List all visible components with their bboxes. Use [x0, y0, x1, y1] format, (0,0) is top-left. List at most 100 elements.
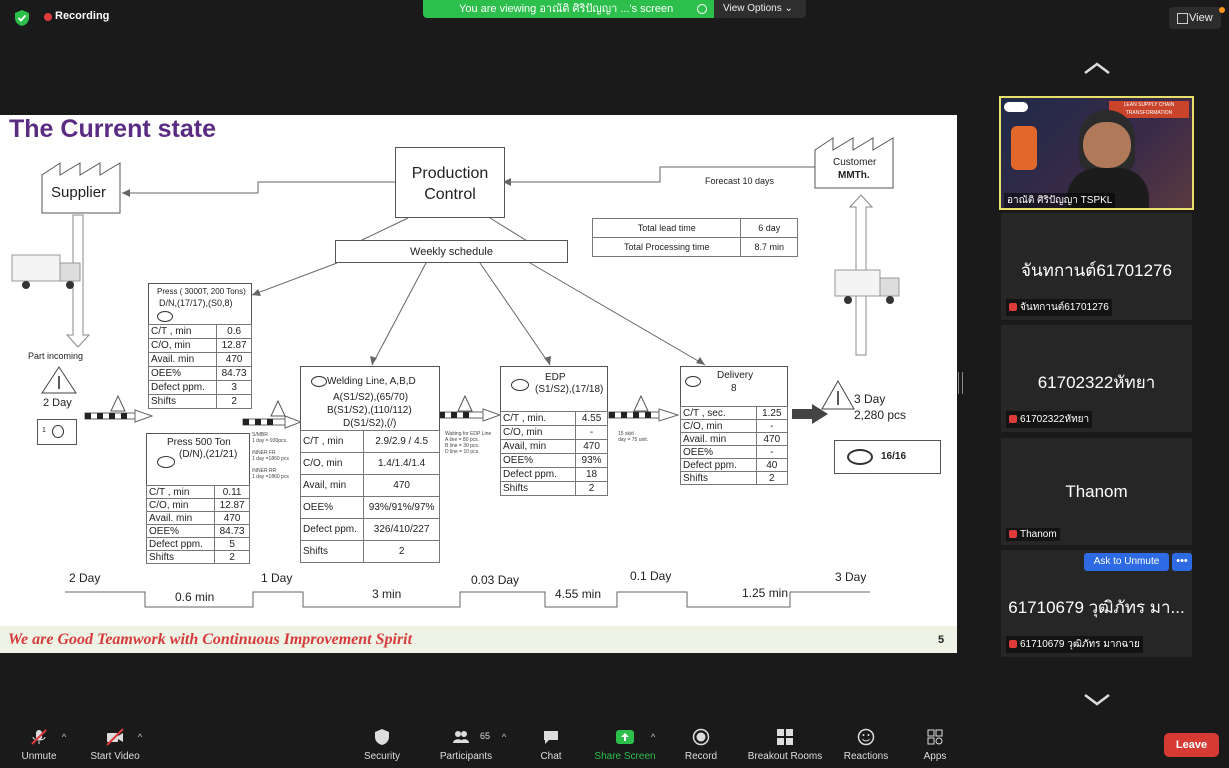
note-line: Waiting for EDP Line — [445, 431, 492, 437]
forecast-label: Forecast 10 days — [705, 176, 775, 186]
metric-value: 2 — [363, 540, 440, 563]
view-options-label: View Options ⌄ — [723, 3, 793, 14]
note-line: 15 skid — [618, 431, 634, 437]
chevron-up-icon[interactable]: ^ — [62, 732, 67, 742]
metric-label: Shifts — [147, 394, 218, 409]
presenter-name: อาณัติ ศิริปัญญา TSPKL — [1004, 193, 1116, 208]
shipment-value: 16/16 — [881, 451, 907, 462]
more-options-button[interactable]: ••• — [1172, 553, 1192, 571]
start-video-button[interactable]: Start Video — [84, 722, 146, 768]
reactions-button[interactable]: Reactions — [840, 722, 892, 768]
note-line: 1 day =1860 pcs — [252, 474, 289, 480]
notification-dot — [1219, 7, 1225, 13]
recording-label[interactable]: Recording — [55, 10, 110, 22]
record-button[interactable]: Record — [680, 722, 722, 768]
meeting-toolbar: Unmute ^ Start Video ^ Security 65 Parti… — [0, 722, 1229, 768]
metric-value: 2.9/2.9 / 4.5 — [363, 430, 440, 453]
table-row: C/O, min- — [680, 419, 789, 433]
delivery-sub: 8 — [731, 383, 737, 394]
leave-button[interactable]: Leave — [1164, 733, 1219, 757]
metric-value: 470 — [214, 511, 250, 525]
logo — [1004, 102, 1028, 112]
share-screen-button[interactable]: Share Screen — [590, 722, 660, 768]
metric-label: OEE% — [145, 524, 216, 538]
view-button[interactable]: View — [1169, 7, 1221, 29]
apps-label: Apps — [923, 751, 947, 762]
shared-slide: The Current state Supplier Production Co… — [0, 115, 957, 653]
shield-check-icon[interactable] — [12, 8, 32, 28]
edp-header: EDP (S1/S2),(17/18) — [500, 366, 608, 412]
metric-label: C/T , sec. — [680, 406, 757, 420]
note-line: INNER FR — [252, 450, 276, 456]
operator-icon — [157, 311, 173, 322]
slide-page-number: 5 — [938, 634, 945, 646]
view-options-button[interactable]: View Options ⌄ — [714, 0, 806, 18]
edp-sub: (S1/S2),(17/18) — [535, 384, 604, 395]
metric-label: C/T , min — [299, 430, 365, 453]
mic-muted-icon — [1009, 303, 1017, 311]
unmute-label: Unmute — [21, 751, 57, 762]
metric-value: 2 — [755, 471, 789, 485]
metric-label: C/O, min — [299, 452, 365, 475]
metric-label: Defect ppm. — [299, 518, 365, 541]
ask-to-unmute-button[interactable]: Ask to Unmute — [1084, 553, 1169, 571]
participants-label: Participants — [439, 751, 493, 762]
unmute-button[interactable]: Unmute — [14, 722, 64, 768]
chevron-up-icon[interactable]: ^ — [502, 732, 507, 742]
metric-value: 12.87 — [216, 338, 252, 353]
record-label: Record — [684, 751, 718, 762]
participant-tile[interactable]: จันทกานต์61701276 จันทกานต์61701276 — [1001, 213, 1192, 320]
chevron-up-icon[interactable] — [1082, 60, 1112, 76]
breakout-rooms-button[interactable]: Breakout Rooms — [744, 722, 826, 768]
metric-label: Shifts — [680, 471, 757, 485]
slide-footer-bar — [0, 626, 957, 653]
table-row: Defect ppm.326/410/227 — [299, 518, 440, 541]
delivery-title: Delivery — [717, 370, 754, 381]
table-row: Defect ppm.5 — [145, 537, 250, 551]
table-row: Defect ppm.18 — [499, 467, 608, 482]
metric-value: 3 — [216, 380, 252, 395]
security-button[interactable]: Security — [357, 722, 407, 768]
participant-label-text: 61702322หัทยา — [1020, 414, 1090, 425]
metric-value: 470 — [216, 352, 252, 367]
timeline-min-3: 4.55 min — [555, 587, 602, 601]
shipment-box: 16/16 — [834, 440, 941, 474]
welding-sub-a: A(S1/S2),(65/70) — [333, 392, 409, 403]
timeline-day-2: 1 Day — [261, 571, 293, 585]
timeline-day-4: 0.1 Day — [630, 569, 672, 583]
apps-button[interactable]: Apps — [915, 722, 955, 768]
mic-muted-icon — [1009, 530, 1017, 538]
participant-tile[interactable]: Thanom Thanom — [1001, 438, 1192, 545]
viewing-text: You are viewing อาณัติ ศิริปัญญา ...'s s… — [459, 3, 674, 15]
slide-footer-text: We are Good Teamwork with Continuous Imp… — [8, 631, 413, 648]
chat-label: Chat — [540, 751, 562, 762]
participant-tile[interactable]: 61702322หัทยา 61702322หัทยา — [1001, 325, 1192, 432]
panel-resize-handle[interactable] — [958, 372, 963, 394]
welding-header: Welding Line, A,B,D A(S1/S2),(65/70) B(S… — [300, 366, 440, 431]
operator-icon — [685, 376, 701, 387]
part-incoming-label: Part incoming — [28, 351, 84, 361]
mic-muted-icon — [1009, 415, 1017, 423]
chat-button[interactable]: Chat — [531, 722, 571, 768]
truck-icon — [834, 269, 900, 304]
metric-value: 93%/91%/97% — [363, 496, 440, 519]
chevron-up-icon[interactable]: ^ — [138, 732, 143, 742]
table-row: OEE%- — [680, 445, 789, 459]
metric-label: Shifts — [299, 540, 365, 563]
chevron-down-icon[interactable] — [1082, 692, 1112, 708]
note-line: D line = 10 pcs. — [445, 449, 480, 455]
edp-title: EDP — [545, 372, 566, 383]
presenter-video-tile[interactable]: LEAN SUPPLY CHAIN TRANSFORMATION อาณัติ … — [999, 96, 1194, 210]
metric-value: 12.87 — [214, 498, 250, 512]
participants-button[interactable]: 65 Participants — [436, 722, 496, 768]
timeline-day-5: 3 Day — [835, 570, 867, 584]
metric-label: Defect ppm. — [147, 380, 218, 395]
table-row: OEE%93% — [499, 453, 608, 468]
chevron-up-icon[interactable]: ^ — [651, 732, 656, 742]
metric-value: - — [755, 419, 789, 433]
